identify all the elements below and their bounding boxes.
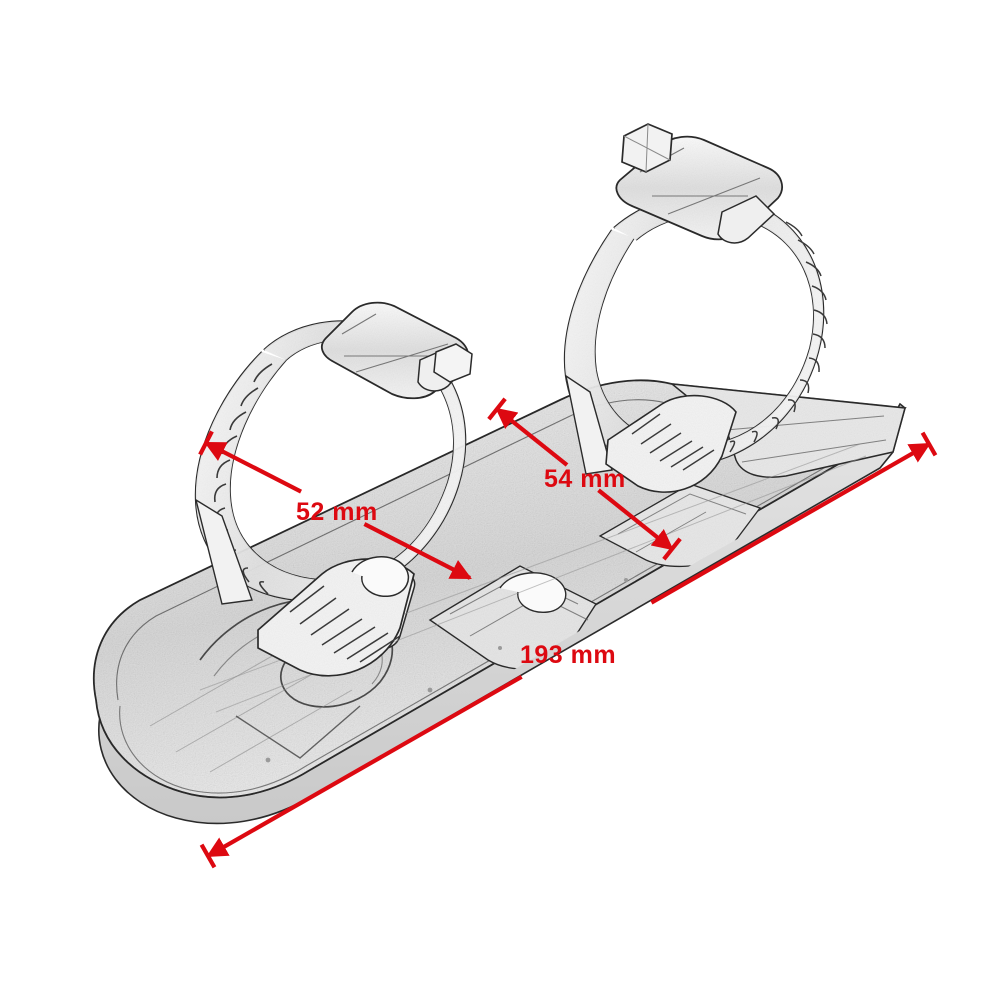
clamp-screw-rear (615, 123, 783, 244)
front-strip-slots (289, 585, 401, 663)
plate-tail-lines (725, 415, 887, 463)
rear-band-tab (717, 195, 776, 244)
hose-clamp-front (194, 301, 473, 677)
dimension-label-plate-overall-length: 193 mm (520, 641, 617, 669)
dimension-tick-start (198, 430, 214, 456)
rear-screw-head-facets (623, 123, 671, 173)
dimension-tick-end (920, 431, 938, 457)
front-housing-lines (341, 313, 449, 373)
dimension-line-segment (597, 488, 674, 551)
dimension-clamp-rear-diameter (487, 397, 682, 561)
front-clamp-hook (351, 556, 410, 597)
rear-clamp-tail (564, 374, 613, 475)
dimension-tick-start (487, 397, 507, 421)
rear-strip-slots (631, 413, 715, 471)
dimension-line-segment (206, 674, 523, 858)
nose-vee (235, 705, 361, 759)
rear-clamp-lower-strip (605, 394, 737, 493)
dimension-line-segment (495, 407, 569, 467)
dimension-label-clamp-rear-diameter: 54 mm (544, 465, 626, 493)
dimension-annotations (198, 397, 938, 869)
front-screw-head (433, 343, 473, 383)
plate-rim-lower (119, 437, 877, 794)
dimension-tick-start (199, 843, 217, 869)
dimension-plate-overall-length (199, 431, 938, 869)
rivet (498, 646, 502, 650)
front-clamp-tail (194, 498, 253, 605)
dimension-line-segment (204, 441, 302, 494)
rivet (624, 578, 628, 582)
dimension-clamp-front-diameter (198, 430, 472, 580)
rivet (265, 757, 271, 763)
dimension-label-clamp-front-diameter: 52 mm (296, 498, 378, 526)
rivet (427, 687, 433, 693)
rear-strip-body (605, 394, 737, 493)
dimension-line-segment (650, 442, 931, 605)
hose-clamp-rear (563, 123, 828, 475)
dimension-tick-end (662, 537, 682, 561)
dimension-line-segment (363, 522, 472, 580)
clamp-screw-front (320, 301, 473, 400)
nose-swirl (199, 598, 394, 708)
plate-rim-inner (116, 399, 667, 701)
mount-hook (499, 572, 567, 613)
